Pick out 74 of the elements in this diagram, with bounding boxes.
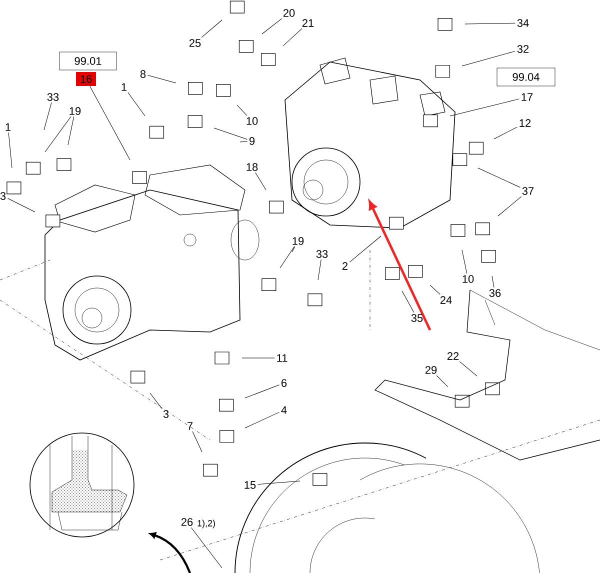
callout-number: 33 [316,250,328,258]
leader-line [191,527,222,568]
callout-number: 1 [122,83,127,91]
leader-line [262,18,282,34]
leader-line [459,361,478,376]
callout-number: 17 [522,93,533,101]
leader-line [350,236,382,262]
callout-number: 12 [520,119,531,127]
note-text: 1),2) [198,520,215,528]
leader-line [255,172,266,190]
leader-line [90,86,130,160]
callout-number: 10 [462,275,474,283]
callout-number: 6 [282,379,287,387]
callout-number: 36 [489,289,501,297]
leader-line [462,250,468,274]
leader-line [148,75,176,84]
callout-number: 15 [244,481,256,489]
leader-line [402,290,414,313]
callout-number: 8 [140,70,146,78]
leader-line [478,168,520,188]
reference-box: 99.04 [496,68,556,86]
leader-line [236,104,247,116]
leader-line [192,431,202,452]
callout-number: 21 [302,19,314,27]
callout-number: 18 [246,163,258,171]
leader-line [462,50,516,66]
leader-line [240,141,248,142]
leader-line [430,284,440,295]
leader-line [464,22,516,24]
leader-line [44,102,52,130]
callout-number: 24 [440,296,452,304]
callout-number: 34 [517,19,529,27]
leader-line [450,98,520,116]
leader-line [292,246,296,252]
leader-line [244,412,280,428]
callout-number: 4 [281,406,287,414]
callout-number: 7 [188,422,192,430]
leader-line [258,480,300,485]
leader-line [282,28,302,46]
leader-line [128,92,146,116]
leader-line [498,196,522,216]
leader-line [244,384,280,398]
callout-number: 9 [249,137,255,145]
callout-number: 1 [6,123,11,131]
leader-line [8,132,12,168]
callout-number: 3 [0,192,6,200]
callout-number: 19 [70,107,81,115]
leader-line [318,259,322,280]
leader-line [44,116,72,152]
callout-number: 35 [411,314,423,322]
reference-box: 99.01 [59,52,117,70]
callout-number: 16 [76,72,96,86]
leader-line [436,375,448,388]
leader-line [68,116,74,146]
callout-number: 20 [283,9,295,17]
leader-line [280,246,295,268]
callout-number: 2 [342,262,348,270]
callout-number: 3 [163,410,169,418]
callout-number: 19 [292,237,304,245]
callout-number: 26 [181,518,193,526]
callout-number: 25 [189,39,201,47]
leader-line [150,392,162,409]
callout-number: 29 [425,366,437,374]
leader-line [201,20,222,38]
callout-number: 11 [277,354,288,362]
leader-line [214,128,248,140]
callout-number: 37 [522,187,534,195]
leader-line [494,126,518,140]
leader-line [8,198,36,212]
callout-number: 22 [447,352,459,360]
leader-line [492,276,494,288]
callout-number: 33 [47,93,59,101]
callout-number: 10 [246,117,258,125]
callout-number: 32 [517,45,529,53]
